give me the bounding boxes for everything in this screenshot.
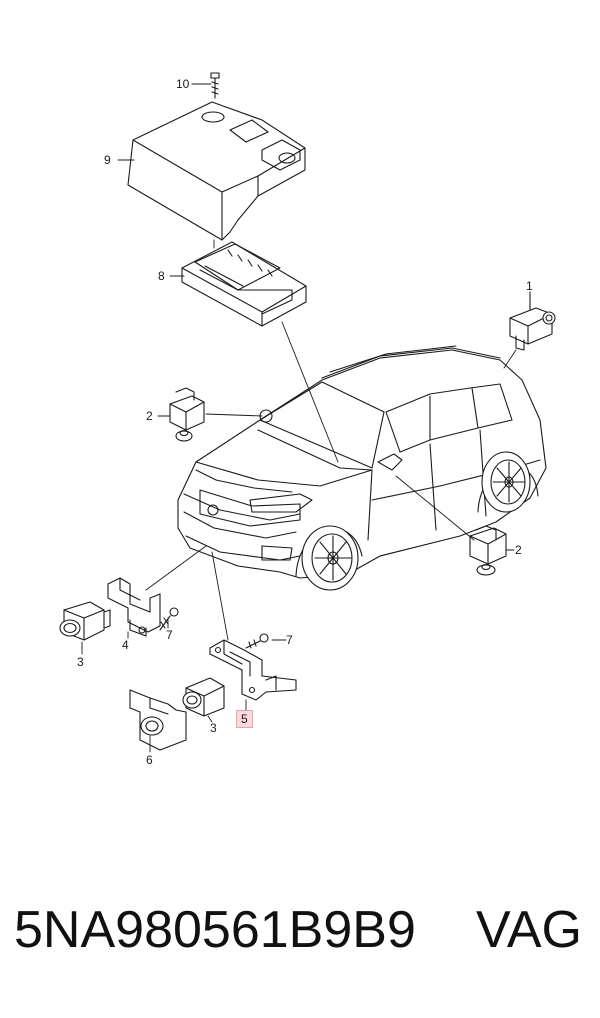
parts-diagram [59, 72, 556, 753]
screw-7-a-icon [159, 607, 179, 631]
callout-7-a[interactable]: 7 [166, 628, 173, 642]
callout-6[interactable]: 6 [146, 753, 153, 767]
callout-4[interactable]: 4 [122, 638, 129, 652]
footer: 5NA980561B9B9 VAG [0, 900, 600, 990]
screw-10-icon [210, 72, 220, 99]
callout-10[interactable]: 10 [176, 77, 190, 91]
callout-1[interactable]: 1 [526, 279, 533, 293]
vehicle-suv-icon [177, 345, 547, 591]
leader-lines [81, 83, 517, 753]
brand-label: VAG [476, 901, 582, 959]
callout-7-b[interactable]: 7 [286, 633, 293, 647]
parking-sensor-3-bottom-icon [182, 677, 225, 717]
callout-3-left[interactable]: 3 [77, 655, 84, 669]
control-unit-8-icon [181, 241, 307, 327]
callout-5-highlighted[interactable]: 5 [236, 710, 253, 728]
cover-9-icon [127, 101, 306, 241]
bracket-5-icon [209, 639, 297, 701]
callout-3-bottom[interactable]: 3 [210, 721, 217, 735]
part-number: 5NA980561B9B9 [14, 901, 416, 959]
bracket-4-icon [107, 577, 161, 637]
camera-sensor-2-right-icon [469, 525, 507, 576]
parking-sensor-3-left-icon [59, 601, 111, 641]
callout-2-left[interactable]: 2 [146, 409, 153, 423]
callout-2-right[interactable]: 2 [515, 543, 522, 557]
camera-sensor-1-icon [509, 291, 556, 351]
callout-8[interactable]: 8 [158, 269, 165, 283]
screw-7-b-icon [245, 633, 269, 649]
callout-9[interactable]: 9 [104, 153, 111, 167]
camera-sensor-2-left-icon [169, 387, 205, 442]
sensor-holder-6-icon [129, 689, 187, 751]
